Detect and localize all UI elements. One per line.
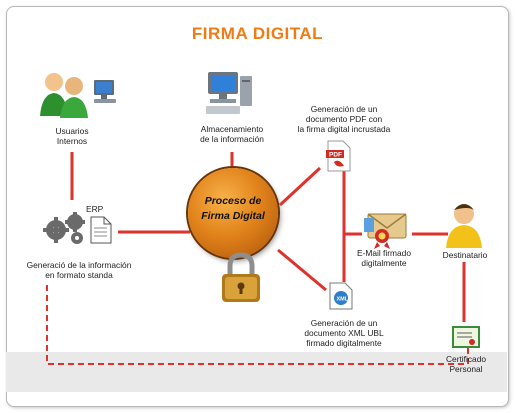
svg-text:PDF: PDF	[329, 152, 342, 159]
pdf-label: Generación de un documento PDF con la fi…	[297, 104, 391, 134]
bottom-band	[6, 352, 507, 392]
erp-label: ERP	[86, 204, 104, 214]
email-seal-icon	[362, 208, 412, 250]
almacenamiento-label: Almacenamiento de la información	[200, 124, 264, 144]
page-title: FIRMA DIGITAL	[191, 24, 324, 43]
xml-document-icon: XML	[328, 282, 354, 310]
svg-text:XML: XML	[337, 297, 349, 303]
person-icon	[444, 202, 484, 248]
pdf-icon: PDF	[326, 140, 352, 172]
xml-label: Generación de un documento XML UBL firma…	[304, 318, 384, 348]
destinatario-label: Destinatario	[442, 250, 488, 260]
users-icon	[38, 68, 120, 118]
usuarios-label: Usuarios Internos	[55, 126, 89, 146]
connector-hub-xml	[277, 248, 327, 292]
document-icon	[90, 216, 112, 244]
hub-label: Proceso de Firma Digital	[201, 195, 265, 222]
gears-icon	[42, 208, 90, 246]
padlock-icon	[218, 252, 264, 304]
hub-process: Proceso de Firma Digital	[188, 168, 278, 258]
computer-icon	[204, 70, 256, 118]
connector-hub-pdf	[278, 166, 322, 207]
email-label: E-Mail firmado digitalmente	[357, 248, 411, 268]
certificado-label: Certificado Personal	[445, 354, 487, 374]
generacion-label: Generació de la información en formato s…	[26, 260, 132, 280]
certificate-icon	[452, 326, 480, 348]
